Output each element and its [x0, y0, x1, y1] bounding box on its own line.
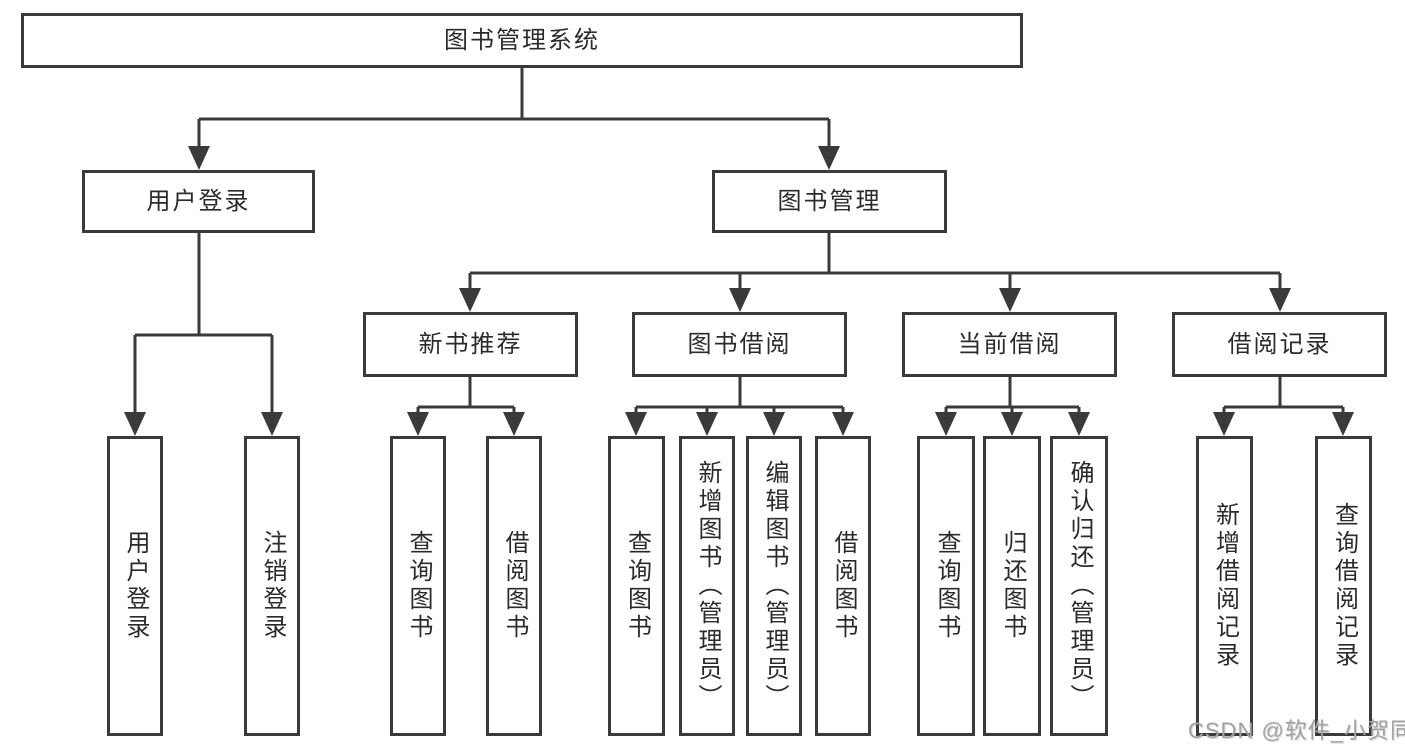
leaf-user-login: 用户登录	[107, 436, 163, 736]
leaf-query-books-borrowing: 查询图书	[608, 436, 665, 736]
node-label: 查询图书	[623, 530, 651, 642]
node-book-management: 图书管理	[712, 170, 947, 233]
node-label: 用户登录	[146, 187, 251, 215]
node-label: 查询图书	[933, 530, 960, 642]
leaf-add-book-admin: 新增图书（管理员）	[679, 436, 735, 736]
arrowheads	[124, 146, 1354, 436]
leaf-logout: 注销登录	[244, 436, 300, 736]
node-label: 图书借阅	[687, 330, 792, 358]
leaf-query-books-recommendation: 查询图书	[390, 436, 446, 736]
node-label: 注销登录	[259, 530, 286, 642]
node-user-login: 用户登录	[82, 170, 315, 233]
node-label: 归还图书	[999, 530, 1026, 642]
node-label: 查询图书	[405, 530, 432, 642]
node-label: 确认归还（管理员）	[1066, 460, 1093, 712]
node-label: 查询借阅记录	[1330, 502, 1358, 670]
node-label: 用户登录	[122, 530, 149, 642]
node-book-borrowing: 图书借阅	[632, 312, 847, 377]
node-label: 当前借阅	[957, 330, 1062, 358]
node-current-borrowing: 当前借阅	[902, 312, 1117, 377]
leaf-edit-book-admin: 编辑图书（管理员）	[746, 436, 802, 736]
leaf-add-borrow-record: 新增借阅记录	[1196, 436, 1253, 736]
node-label: 图书管理	[777, 187, 882, 215]
node-label: 借阅图书	[501, 530, 528, 642]
node-label: 图书管理系统	[444, 26, 600, 54]
leaf-confirm-return-admin: 确认归还（管理员）	[1050, 436, 1108, 736]
node-label: 新书推荐	[418, 330, 523, 358]
leaf-borrow-books: 借阅图书	[815, 436, 871, 736]
node-label: 新增图书（管理员）	[694, 460, 721, 712]
leaf-query-books-current: 查询图书	[917, 436, 975, 736]
csdn-watermark: CSDN @软件_小贺同学	[1188, 718, 1405, 743]
node-root-library-management-system: 图书管理系统	[21, 13, 1023, 68]
leaf-borrow-books-recommendation: 借阅图书	[486, 436, 542, 736]
node-label: 新增借阅记录	[1211, 502, 1239, 670]
node-label: 借阅图书	[830, 530, 857, 642]
leaf-query-borrow-record: 查询借阅记录	[1315, 436, 1372, 736]
node-label: 借阅记录	[1227, 330, 1332, 358]
node-label: 编辑图书（管理员）	[761, 460, 788, 712]
leaf-return-book: 归还图书	[983, 436, 1041, 736]
node-new-book-recommendation: 新书推荐	[363, 312, 578, 377]
node-borrowing-records: 借阅记录	[1172, 312, 1387, 377]
